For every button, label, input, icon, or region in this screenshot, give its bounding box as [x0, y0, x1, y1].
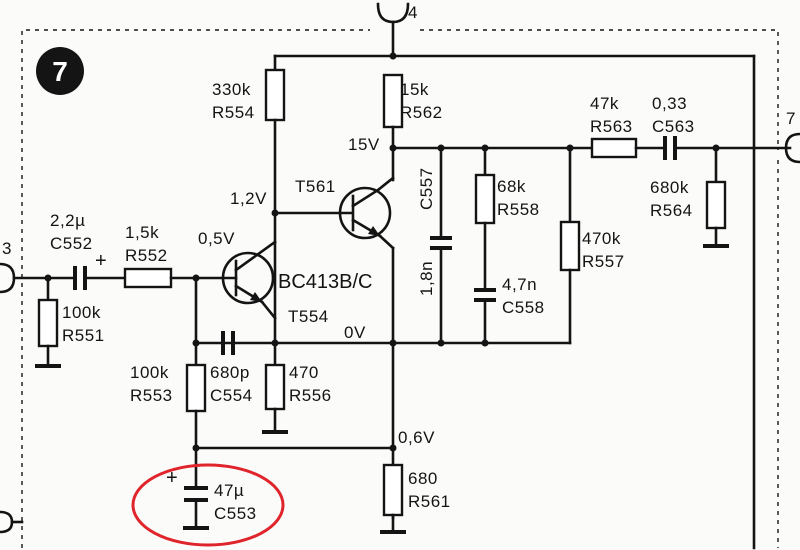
c553-value: 47µ [214, 481, 244, 500]
t554-emitter-arrow-icon [250, 292, 262, 302]
junction-dot [389, 144, 397, 152]
c557-value: 1,8n [417, 261, 436, 296]
figure-badge [36, 47, 84, 95]
resistor-r556 [264, 363, 286, 411]
module-border-top-right [420, 29, 779, 150]
r556-value: 470 [289, 363, 319, 382]
r561-value: 680 [408, 469, 438, 488]
junction-dot [437, 339, 445, 347]
t561-emitter-arrow-icon [368, 226, 380, 236]
c554-ref: C554 [210, 386, 253, 405]
junction-dot [271, 209, 279, 217]
r558-value: 68k [497, 177, 526, 196]
r557-value: 470k [582, 229, 621, 248]
voltage-base-t554: 0,5V [198, 229, 235, 248]
resistor-r551 [37, 298, 59, 348]
voltage-emitter-t554: 0,6V [398, 428, 435, 447]
c552-polarity: + [95, 250, 107, 272]
voltage-collector-t561: 15V [348, 135, 380, 154]
r558-ref: R558 [497, 200, 540, 219]
wire [260, 300, 277, 320]
highlight-ellipse [131, 463, 285, 547]
r561-ref: R561 [408, 492, 451, 511]
resistor-r553 [185, 363, 207, 413]
c563-value: 0,33 [652, 94, 687, 113]
r563-ref: R563 [590, 117, 633, 136]
r552-value: 1,5k [125, 223, 159, 242]
c553-ref: C553 [214, 504, 257, 523]
connector-right-icon [784, 132, 800, 164]
r553-value: 100k [130, 363, 169, 382]
junction-dot [389, 444, 397, 452]
connector-left-icon [0, 262, 16, 294]
c554-value: 680p [210, 363, 250, 382]
voltage-emitter-line: 0V [344, 323, 366, 342]
r554-ref: R554 [212, 103, 255, 122]
r552-ref: R552 [125, 246, 168, 265]
t554-ref: T554 [288, 307, 329, 326]
r563-value: 47k [590, 94, 619, 113]
c552-value: 2,2µ [50, 211, 85, 230]
resistor-r552 [123, 267, 173, 289]
module-border-left [21, 29, 370, 548]
r553-ref: R553 [130, 386, 173, 405]
r554-value: 330k [212, 80, 251, 99]
c563-ref: C563 [652, 117, 695, 136]
r562-ref: R562 [400, 103, 443, 122]
pin-top-label: 4 [408, 3, 418, 22]
t554-type: BC413B/C [278, 271, 373, 293]
t561-ref: T561 [295, 177, 336, 196]
c553-polarity: + [166, 467, 178, 489]
pin-right-label: 7 [786, 109, 796, 128]
c558-ref: C558 [502, 298, 545, 317]
c558-value: 4,7n [502, 275, 537, 294]
connector-top-icon [376, 2, 410, 24]
r557-ref: R557 [582, 252, 625, 271]
junction-dot [389, 339, 397, 347]
junction-dot [481, 339, 489, 347]
connector-left-lower-icon [0, 510, 14, 534]
r564-ref: R564 [650, 201, 693, 220]
resistor-r561 [382, 463, 404, 517]
resistor-r557 [559, 220, 581, 272]
voltage-base-t561: 1,2V [230, 189, 267, 208]
t561-collector-lead [351, 188, 380, 208]
r564-value: 680k [650, 178, 689, 197]
junction-dot [192, 339, 200, 347]
r562-value: 15k [400, 80, 429, 99]
wire [376, 176, 395, 192]
c557-ref: C557 [417, 167, 436, 210]
resistor-r563 [590, 137, 638, 159]
wire [378, 234, 395, 250]
resistor-r558 [474, 173, 496, 225]
t554-collector-lead [234, 240, 277, 272]
resistor-r564 [705, 180, 727, 230]
r551-value: 100k [62, 303, 101, 322]
pin-left-label: 3 [2, 239, 12, 258]
figure-badge-number: 7 [52, 56, 68, 87]
r551-ref: R551 [62, 326, 105, 345]
resistor-r554 [264, 68, 286, 122]
c552-ref: C552 [50, 234, 93, 253]
r556-ref: R556 [289, 386, 332, 405]
